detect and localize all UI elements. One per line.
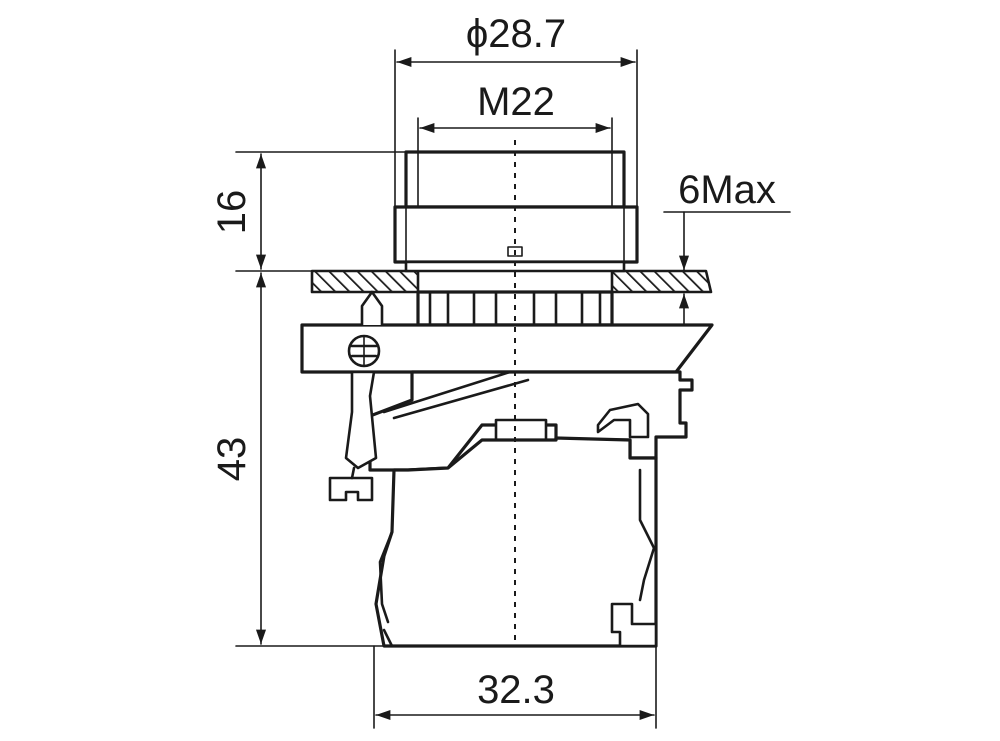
label-body-height: 43 xyxy=(210,437,254,482)
label-outer-diameter: ϕ28.7 xyxy=(466,12,566,56)
dimension-labels: ϕ28.7 M22 6Max 16 43 32.3 xyxy=(210,12,776,712)
extension-lines xyxy=(235,49,791,729)
dimension-lines xyxy=(255,56,690,721)
label-body-width: 32.3 xyxy=(477,668,555,712)
label-head-height: 16 xyxy=(210,190,254,235)
contact-block xyxy=(374,436,658,648)
label-thread: M22 xyxy=(477,80,555,124)
mounting-panel xyxy=(310,269,713,294)
terminal-left xyxy=(328,370,378,502)
label-panel-thickness-max: 6Max xyxy=(678,168,776,212)
button-head xyxy=(393,150,639,273)
